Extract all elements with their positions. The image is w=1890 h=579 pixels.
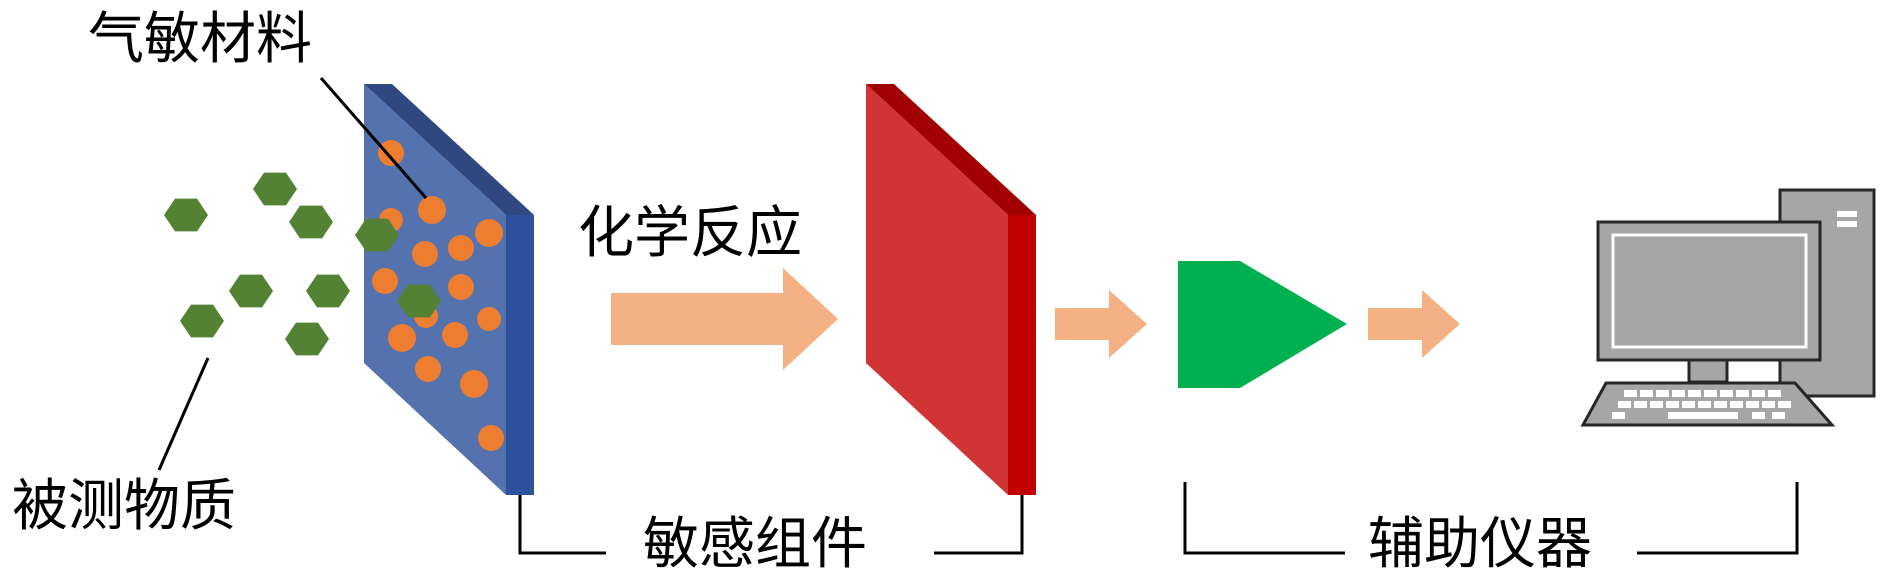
analyte-molecules — [164, 172, 441, 356]
analyte-molecule — [164, 198, 208, 232]
pc-tower-slot — [1837, 221, 1857, 227]
blue-panel-top — [364, 84, 534, 215]
keyboard-key — [1746, 401, 1759, 408]
label-analyte: 被测物质 — [12, 474, 236, 539]
keyboard-key — [1698, 401, 1711, 408]
label-auxiliary-instrument: 辅助仪器 — [1368, 512, 1592, 577]
keyboard-key — [1778, 401, 1791, 408]
keyboard-key — [1720, 390, 1733, 397]
keyboard-key — [1612, 412, 1625, 419]
keyboard-key — [1650, 401, 1663, 408]
monitor-screen — [1611, 233, 1808, 349]
particle — [475, 219, 503, 247]
analyte-molecule — [285, 322, 329, 356]
analyte-molecule — [397, 284, 441, 318]
keyboard-key — [1656, 390, 1669, 397]
auxiliary-instrument-bracket-left — [1183, 482, 1345, 555]
red-panel-face — [866, 84, 1008, 495]
keyboard-key — [1688, 390, 1701, 397]
keyboard-key — [1752, 412, 1765, 419]
keyboard-key — [1714, 401, 1727, 408]
transducer-panel — [866, 84, 1036, 495]
label-gas-material: 气敏材料 — [88, 7, 312, 72]
gas-sensing-panel — [364, 84, 534, 495]
keyboard-key — [1640, 390, 1653, 397]
particle — [372, 268, 398, 294]
keyboard-key — [1736, 390, 1749, 397]
analyte-molecule — [306, 274, 350, 308]
particle — [378, 140, 404, 166]
red-panel-side — [1008, 215, 1036, 495]
signal-arrow-1 — [1055, 290, 1147, 358]
label-reaction: 化学反应 — [578, 201, 802, 266]
analyte-pointer — [157, 357, 210, 471]
keyboard-key — [1618, 401, 1631, 408]
particle — [418, 196, 446, 224]
pc-tower-slot — [1837, 211, 1857, 217]
analyte-molecule — [253, 172, 297, 206]
particle — [415, 356, 441, 382]
particle — [442, 322, 468, 348]
keyboard-key — [1772, 412, 1785, 419]
amplifier-shape — [1178, 261, 1347, 388]
particle — [448, 235, 474, 261]
analyte-molecule — [229, 274, 273, 308]
keyboard-key — [1730, 401, 1743, 408]
sensing-component-bracket-right — [934, 495, 1024, 555]
particle — [412, 241, 438, 267]
keyboard-key — [1634, 401, 1647, 408]
particle — [448, 274, 474, 300]
particle — [478, 425, 504, 451]
keyboard-key — [1768, 390, 1781, 397]
keyboard-key — [1704, 390, 1717, 397]
sensing-component-bracket-left — [518, 495, 606, 555]
keyboard-key — [1672, 390, 1685, 397]
keyboard-key — [1624, 390, 1637, 397]
analyte-molecule — [180, 304, 224, 338]
analyte-molecule — [355, 218, 399, 252]
analyte-molecule — [289, 205, 333, 239]
particle — [477, 307, 501, 331]
keyboard-keys — [1612, 390, 1791, 419]
keyboard-key — [1682, 401, 1695, 408]
gas-material-pointer — [319, 77, 428, 199]
signal-arrow-2 — [1368, 290, 1460, 358]
label-sensing-component: 敏感组件 — [643, 512, 867, 577]
particle — [388, 324, 416, 352]
particle — [460, 370, 488, 398]
reaction-arrow — [611, 268, 838, 370]
auxiliary-instrument-bracket-right — [1637, 482, 1799, 555]
keyboard-key — [1666, 401, 1679, 408]
computer-icon — [1580, 188, 1876, 427]
keyboard-key — [1668, 412, 1738, 419]
blue-panel-side — [506, 215, 534, 495]
keyboard-key — [1762, 401, 1775, 408]
gas-material-particles — [372, 140, 504, 451]
monitor-stand — [1687, 356, 1729, 384]
red-panel-top — [866, 84, 1036, 215]
keyboard-key — [1752, 390, 1765, 397]
